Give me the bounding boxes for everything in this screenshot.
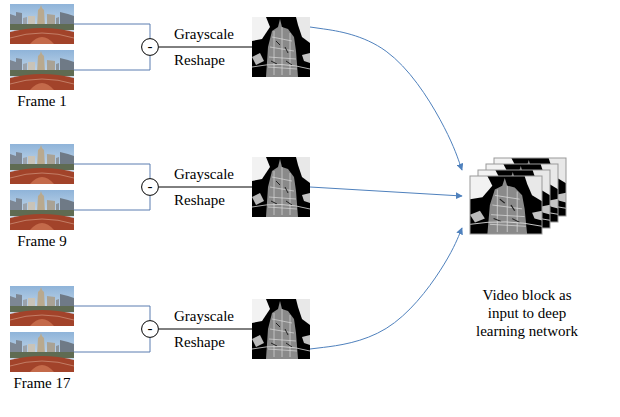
frame-image (10, 50, 74, 90)
operator-symbol: - (141, 38, 159, 55)
connector-line (74, 24, 150, 70)
frame-pair: Frame 9 (10, 144, 74, 250)
step-label: Grayscale Reshape (174, 303, 252, 355)
connector-line (159, 47, 168, 48)
guide-line (168, 329, 252, 330)
flow-arrow (310, 187, 462, 196)
connector-line (159, 329, 168, 330)
frame-label: Frame 1 (10, 92, 74, 110)
guide-line (168, 47, 252, 48)
guide-line (168, 187, 252, 188)
difference-circle: - (141, 38, 159, 56)
connector-line (74, 164, 150, 210)
flow-arrow (310, 228, 462, 349)
difference-circle: - (141, 320, 159, 338)
grayscale-frame (252, 17, 310, 77)
video-frame-border (470, 176, 542, 234)
difference-circle: - (141, 178, 159, 196)
connector-line (159, 187, 168, 188)
frame-pair: Frame 17 (10, 286, 74, 392)
frame-image (10, 286, 74, 326)
frame-pair: Frame 1 (10, 4, 74, 110)
step-label: Grayscale Reshape (174, 21, 252, 73)
grayscale-frame (252, 157, 310, 217)
connector-line (74, 306, 150, 352)
frame-image (10, 332, 74, 372)
video-frame (470, 176, 542, 234)
frame-label: Frame 17 (10, 374, 74, 392)
video-block: Video block as input to deep learning ne… (462, 158, 592, 340)
frame-image (10, 190, 74, 230)
grayscale-step: Grayscale Reshape (168, 17, 310, 77)
circle-shape (142, 321, 159, 338)
caption-text: Video block as input to deep learning ne… (470, 286, 585, 340)
frame-label: Frame 9 (10, 232, 74, 250)
circle-shape (142, 179, 159, 196)
frame-image (10, 4, 74, 44)
grayscale-step: Grayscale Reshape (168, 299, 310, 359)
step-label: Grayscale Reshape (174, 161, 252, 213)
operator-symbol: - (141, 178, 159, 195)
grayscale-step: Grayscale Reshape (168, 157, 310, 217)
operator-symbol: - (141, 320, 159, 337)
frame-image (10, 144, 74, 184)
flow-arrow (310, 27, 462, 170)
grayscale-frame (252, 299, 310, 359)
circle-shape (142, 39, 159, 56)
